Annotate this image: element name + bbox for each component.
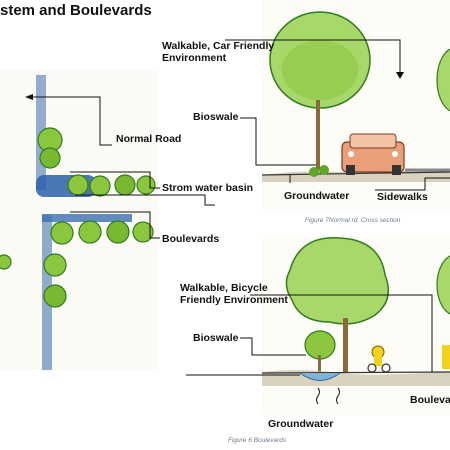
label-sidewalks: Sidewalks	[377, 191, 428, 203]
section-bottom-tree-canopy	[285, 237, 390, 325]
label-normal-road: Normal Road	[116, 133, 182, 145]
plan-trees-lower	[0, 220, 154, 308]
caption-figure-6: Figure 6 Boulevards	[228, 437, 287, 444]
plan-leader-lines	[30, 96, 215, 239]
label-boulevards-section: Bouleva	[410, 394, 450, 406]
car-icon	[341, 133, 405, 175]
section-top-bioswale-plants	[309, 165, 329, 177]
label-walkable-bicycle-friendly: Walkable, Bicycle Friendly Environment	[180, 282, 288, 306]
label-storm-water-basin: Strom water basin	[162, 182, 254, 194]
section-bottom-small-tree	[304, 330, 336, 360]
caption-figure-7: Figure 7Normal rd. Cross section	[305, 217, 401, 224]
groundwater-arrows-icon	[315, 387, 341, 405]
label-groundwater-bottom: Groundwater	[268, 418, 334, 430]
label-walkable-bicycle-line2: Friendly Environment	[180, 294, 288, 306]
section-top-tree-trunk	[316, 100, 320, 170]
plan-road-branch	[42, 214, 132, 222]
label-bioswale-bottom: Bioswale	[193, 332, 239, 344]
label-bioswale-top: Bioswale	[193, 111, 239, 123]
section-bottom-bioswale	[299, 372, 341, 381]
section-top-leaders	[225, 39, 450, 191]
label-walkable-car-line1: Walkable, Car Friendly	[162, 40, 275, 52]
section-bottom-tree-trunk	[343, 318, 348, 373]
label-groundwater-top: Groundwater	[284, 190, 350, 202]
plan-arrowhead	[25, 94, 33, 100]
page-title: stem and Boulevards	[0, 2, 152, 19]
cyclist-icon	[367, 345, 391, 373]
label-walkable-car-friendly: Walkable, Car Friendly Environment	[162, 40, 274, 64]
plan-trees-upper	[37, 127, 156, 197]
section-bottom-leaders	[186, 294, 433, 376]
label-walkable-car-line2: Environment	[162, 52, 227, 64]
label-walkable-bicycle-line1: Walkable, Bicycle	[180, 282, 268, 294]
cyclist-icon-2	[442, 345, 450, 369]
label-boulevards-plan: Boulevards	[162, 233, 220, 245]
